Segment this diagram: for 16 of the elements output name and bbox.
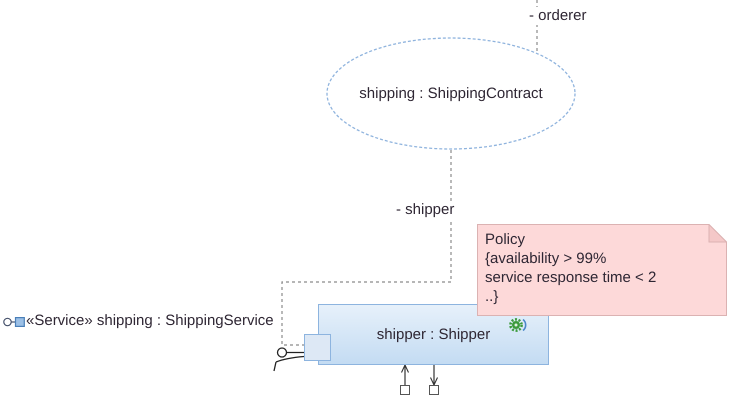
arrow (430, 365, 438, 386)
component-box (318, 304, 549, 365)
edge-label: - orderer (528, 7, 588, 25)
component-label: shipper : Shipper (376, 325, 490, 344)
node-label: shipping : ShippingContract (359, 84, 543, 103)
ellipse-node (326, 37, 576, 150)
note-title: Policy (485, 230, 526, 249)
port-label: «Service» shipping : ShippingService (26, 312, 274, 330)
arrow (400, 364, 410, 385)
edge-label: - shipper (395, 201, 456, 219)
dashed-connector (281, 150, 452, 346)
pin-square (400, 385, 410, 395)
pin-square (429, 385, 439, 395)
note-text: {availability > 99% service response time < 2 ..} (485, 249, 657, 306)
port-square (304, 334, 331, 361)
note-card (477, 224, 727, 316)
